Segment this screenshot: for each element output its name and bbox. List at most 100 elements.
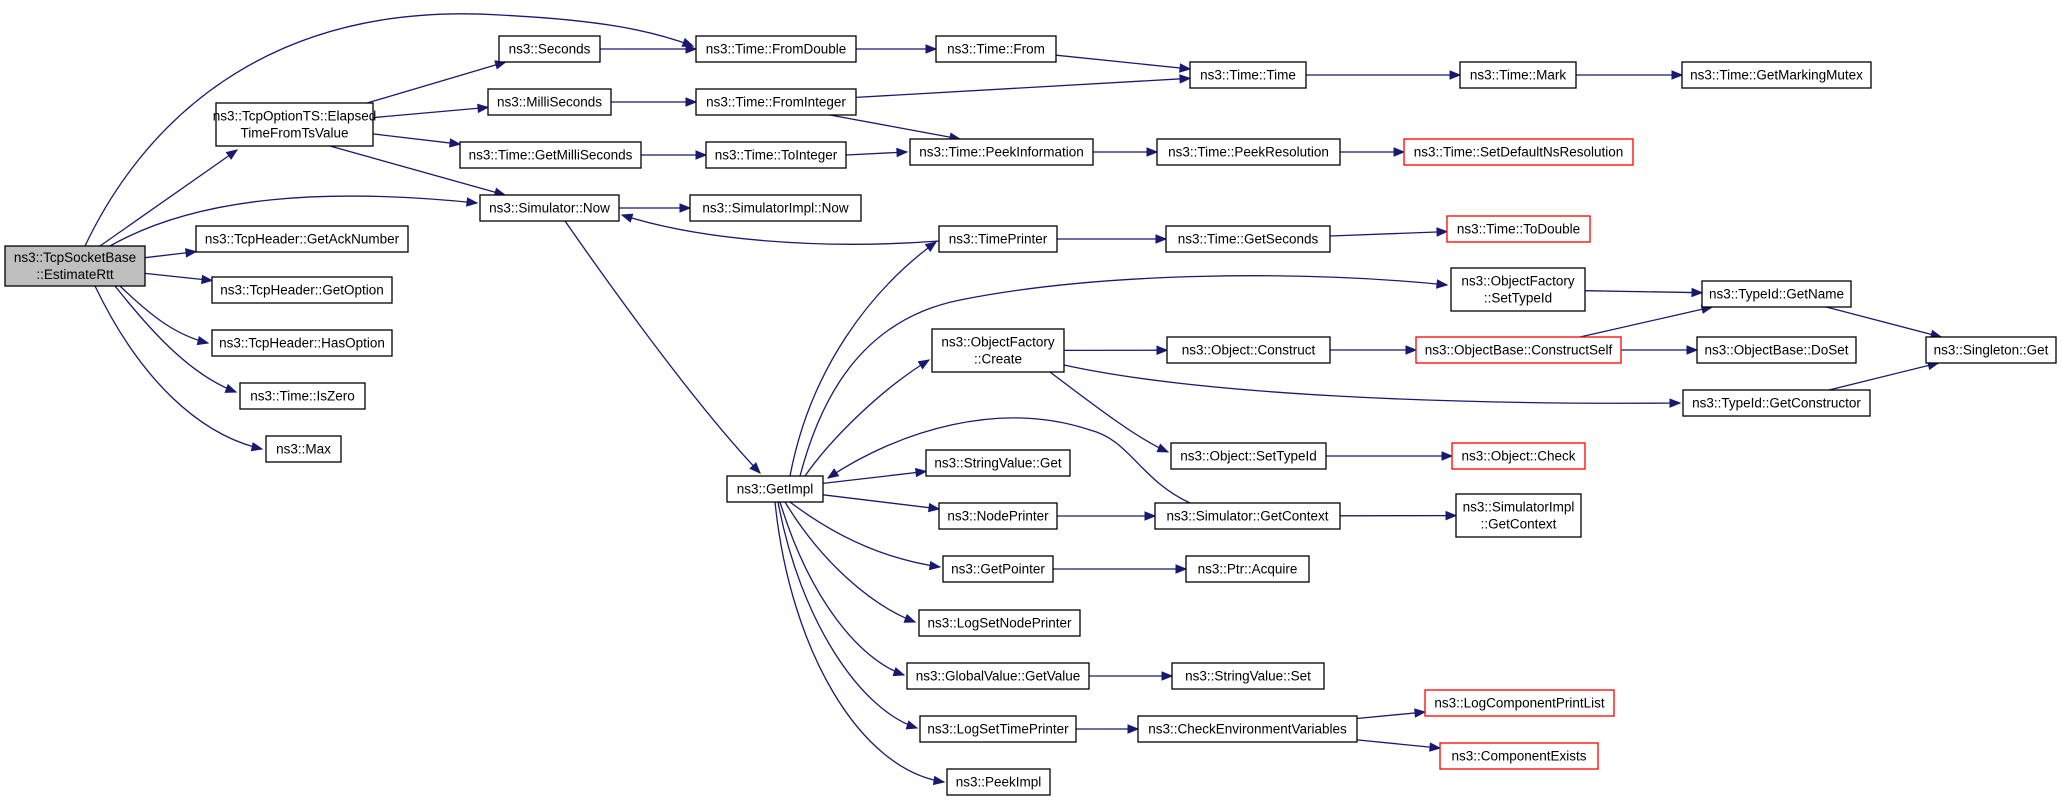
node-setdefres[interactable]: ns3::Time::SetDefaultNsResolution — [1403, 138, 1634, 166]
node-ofcreate[interactable]: ns3::ObjectFactory::Create — [931, 328, 1065, 373]
node-getimpl[interactable]: ns3::GetImpl — [726, 475, 824, 503]
node-logcompprint[interactable]: ns3::LogComponentPrintList — [1424, 689, 1615, 717]
node-typeidgetname[interactable]: ns3::TypeId::GetName — [1701, 280, 1852, 308]
arrowhead-root-to-simnow — [466, 197, 479, 207]
node-root[interactable]: ns3::TcpSocketBase::EstimateRtt — [4, 245, 146, 287]
node-ptracquire[interactable]: ns3::Ptr::Acquire — [1185, 555, 1310, 583]
arrowhead-timeprinter-to-simnow — [620, 213, 634, 223]
arrowhead-getimpl-to-nodeprinter — [928, 502, 941, 513]
node-nodeprinter[interactable]: ns3::NodePrinter — [938, 502, 1058, 530]
node-box — [938, 502, 1058, 530]
node-box — [211, 329, 393, 357]
node-label: ns3::LogComponentPrintList — [1434, 696, 1605, 711]
call-edge-getimpl-to-logsettime — [777, 501, 918, 729]
node-logsettime[interactable]: ns3::LogSetTimePrinter — [919, 715, 1077, 743]
node-hasoption[interactable]: ns3::TcpHeader::HasOption — [211, 329, 393, 357]
node-label: ::Create — [974, 352, 1022, 367]
node-label: ns3::LogSetNodePrinter — [927, 616, 1072, 631]
node-objsettypeid[interactable]: ns3::Object::SetTypeId — [1170, 442, 1327, 470]
node-label: ns3::TimePrinter — [949, 232, 1048, 247]
node-simimplgetctx[interactable]: ns3::SimulatorImpl::GetContext — [1455, 493, 1582, 538]
node-label: ns3::NodePrinter — [947, 509, 1049, 524]
arrowhead-seconds-to-fromdouble — [685, 44, 698, 54]
node-typeidgetctor[interactable]: ns3::TypeId::GetConstructor — [1682, 389, 1871, 417]
node-fromdouble[interactable]: ns3::Time::FromDouble — [695, 35, 857, 63]
node-strset[interactable]: ns3::StringValue::Set — [1171, 662, 1325, 690]
node-time[interactable]: ns3::Time::Time — [1189, 61, 1307, 89]
node-label: ::GetContext — [1481, 517, 1557, 532]
node-seconds[interactable]: ns3::Seconds — [498, 35, 601, 63]
node-logsetnode[interactable]: ns3::LogSetNodePrinter — [918, 609, 1081, 637]
node-label: ns3::TypeId::GetName — [1709, 287, 1844, 302]
node-compexists[interactable]: ns3::ComponentExists — [1439, 742, 1599, 770]
node-getmilli[interactable]: ns3::Time::GetMilliSeconds — [459, 141, 642, 169]
node-box — [1451, 442, 1586, 470]
node-box — [1415, 336, 1622, 364]
arrowhead-fromint-to-time — [1179, 74, 1192, 84]
node-label: ns3::Time::PeekInformation — [919, 145, 1084, 160]
node-box — [925, 449, 1071, 477]
node-box — [498, 35, 601, 63]
node-checkenv[interactable]: ns3::CheckEnvironmentVariables — [1137, 715, 1358, 743]
call-nodes: ns3::TcpSocketBase::EstimateRtt ns3::TcpO… — [4, 35, 2057, 796]
node-box — [1455, 493, 1582, 538]
node-box — [1450, 267, 1586, 312]
arrowhead-getimpl-to-ofsettypeid — [1436, 279, 1449, 289]
node-todouble[interactable]: ns3::Time::ToDouble — [1446, 215, 1591, 243]
node-objconstruct[interactable]: ns3::Object::Construct — [1166, 336, 1331, 364]
node-singletonget[interactable]: ns3::Singleton::Get — [1925, 336, 2057, 364]
node-label: ns3::GetPointer — [951, 562, 1045, 577]
node-label: ns3::Time::GetSeconds — [1178, 232, 1319, 247]
call-edge-fromint-to-time — [855, 77, 1191, 99]
node-label: ns3::SimulatorImpl — [1463, 500, 1575, 515]
node-label: ns3::TypeId::GetConstructor — [1692, 396, 1861, 411]
node-simimplnow[interactable]: ns3::SimulatorImpl::Now — [689, 194, 862, 222]
node-getack[interactable]: ns3::TcpHeader::GetAckNumber — [195, 225, 409, 253]
node-label: ns3::ObjectFactory — [941, 335, 1055, 350]
node-label: ns3::TcpHeader::HasOption — [219, 336, 385, 351]
node-mark[interactable]: ns3::Time::Mark — [1459, 61, 1577, 89]
call-edge-obconstructself-to-typeidgetname — [1579, 306, 1713, 338]
node-iszero[interactable]: ns3::Time::IsZero — [239, 382, 366, 410]
node-ofsettypeid[interactable]: ns3::ObjectFactory::SetTypeId — [1450, 267, 1586, 312]
arrowhead-fromdouble-to-from — [925, 44, 938, 54]
node-label: ns3::Simulator::GetContext — [1166, 509, 1328, 524]
node-peekinfo[interactable]: ns3::Time::PeekInformation — [909, 138, 1094, 166]
node-label: ns3::Time::PeekResolution — [1168, 145, 1329, 160]
node-peekimpl[interactable]: ns3::PeekImpl — [946, 768, 1051, 796]
node-objcheck[interactable]: ns3::Object::Check — [1451, 442, 1586, 470]
node-label: ns3::TcpSocketBase — [14, 250, 136, 265]
arrowhead-getimpl-to-logsettime — [905, 720, 919, 730]
node-simgetctx[interactable]: ns3::Simulator::GetContext — [1154, 502, 1341, 530]
arrowhead-mark-to-getmarkingmutex — [1671, 70, 1684, 80]
node-box — [1682, 389, 1871, 417]
call-edge-getimpl-to-ofcreate — [804, 359, 930, 477]
node-label: ns3::ObjectBase::ConstructSelf — [1425, 343, 1613, 358]
node-max[interactable]: ns3::Max — [265, 435, 342, 463]
node-box — [705, 141, 847, 169]
node-gvgetvalue[interactable]: ns3::GlobalValue::GetValue — [906, 662, 1090, 690]
node-timeprinter[interactable]: ns3::TimePrinter — [938, 225, 1058, 253]
node-strget[interactable]: ns3::StringValue::Get — [925, 449, 1071, 477]
node-label: ns3::ObjectFactory — [1461, 274, 1575, 289]
node-fromint[interactable]: ns3::Time::FromInteger — [695, 88, 857, 116]
arrowhead-simgetctx-to-simimplgetctx — [1445, 510, 1458, 521]
arrowhead-checkenv-to-logcompprint — [1414, 708, 1427, 718]
node-from[interactable]: ns3::Time::From — [935, 35, 1057, 63]
node-label: ns3::TcpOptionTS::Elapsed — [213, 109, 377, 124]
node-box — [931, 328, 1065, 373]
node-getmarkingmutex[interactable]: ns3::Time::GetMarkingMutex — [1681, 61, 1872, 89]
node-box — [1156, 138, 1341, 166]
node-getoption[interactable]: ns3::TcpHeader::GetOption — [211, 276, 393, 304]
node-milli[interactable]: ns3::MilliSeconds — [487, 88, 612, 116]
call-edge-typeidgetname-to-singletonget — [1826, 306, 1942, 338]
node-getseconds[interactable]: ns3::Time::GetSeconds — [1165, 225, 1331, 253]
node-obdoset[interactable]: ns3::ObjectBase::DoSet — [1696, 336, 1857, 364]
node-simnow[interactable]: ns3::Simulator::Now — [479, 194, 620, 222]
node-peekres[interactable]: ns3::Time::PeekResolution — [1156, 138, 1341, 166]
node-toint[interactable]: ns3::Time::ToInteger — [705, 141, 847, 169]
node-getpointer[interactable]: ns3::GetPointer — [942, 555, 1054, 583]
node-obconstructself[interactable]: ns3::ObjectBase::ConstructSelf — [1415, 336, 1622, 364]
arrowhead-toint-to-peekinfo — [896, 147, 909, 158]
